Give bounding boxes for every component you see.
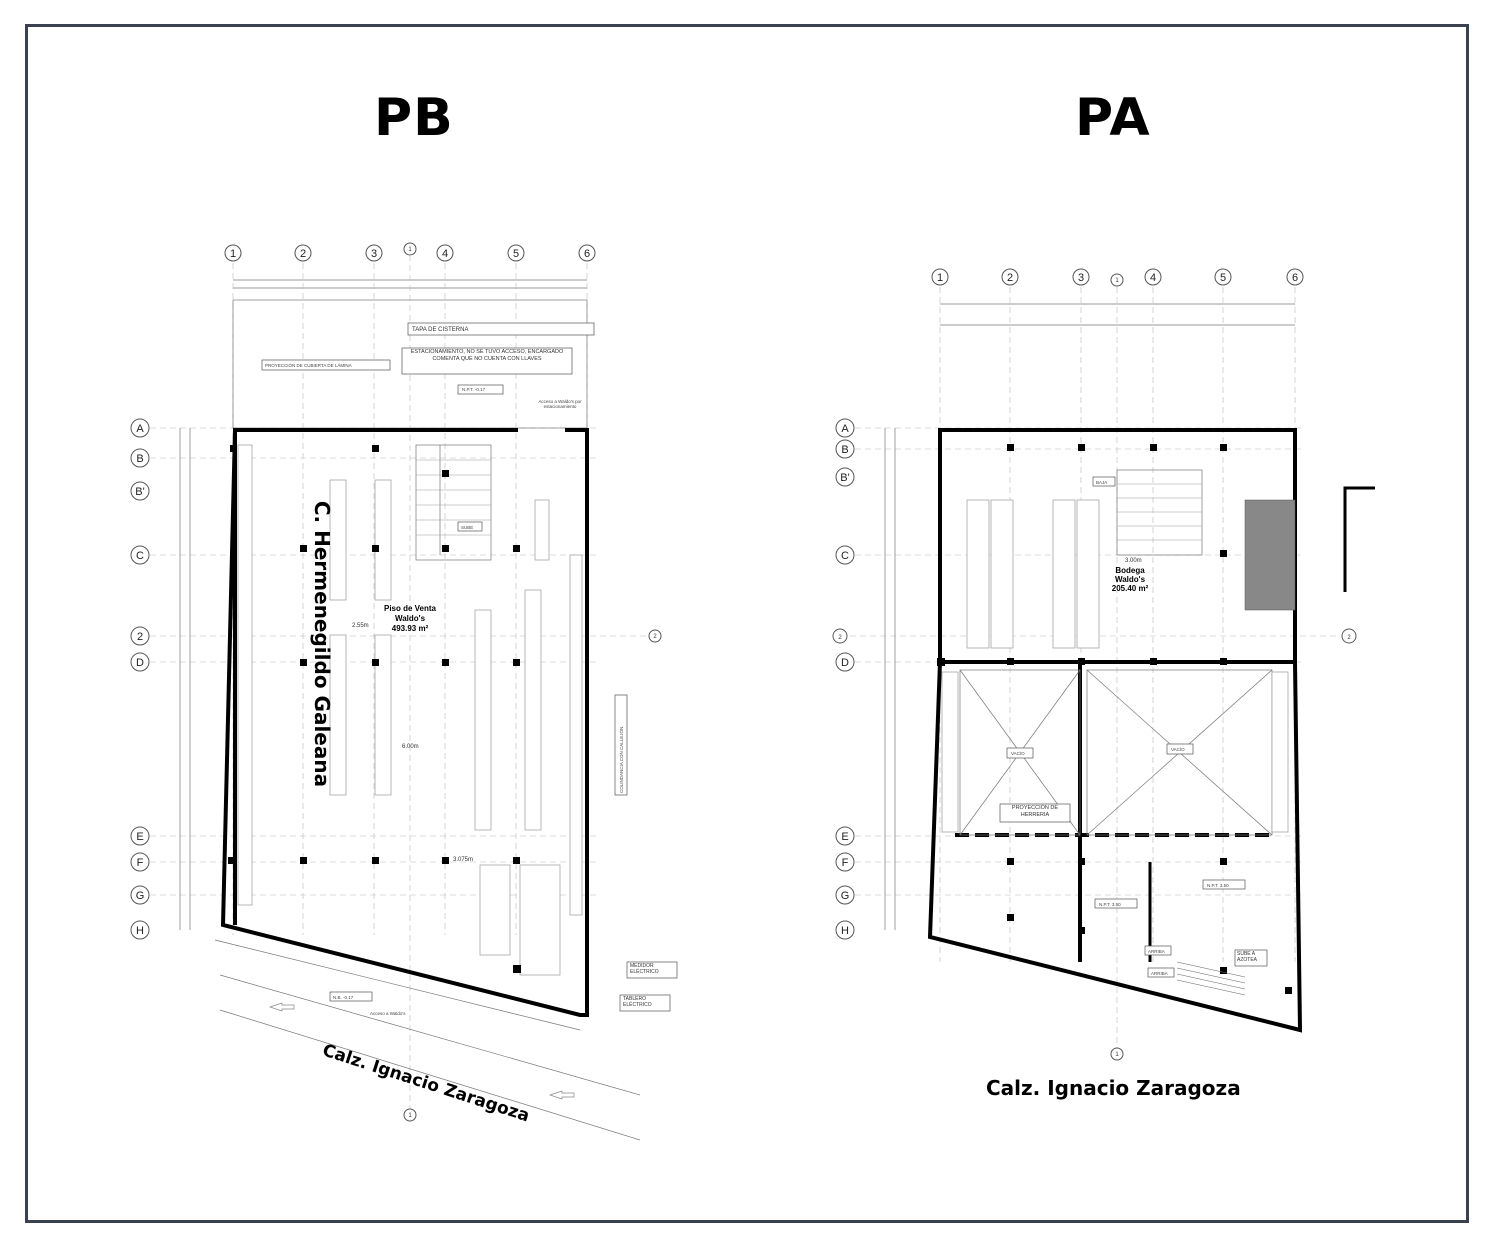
label-nb: N.B. -0.17 [333,995,354,1000]
svg-text:5: 5 [513,248,519,260]
svg-text:D: D [136,657,144,669]
svg-text:F: F [842,857,849,869]
plan-title-pb: PB [374,88,454,148]
svg-text:5: 5 [1220,272,1226,284]
figure-frame [25,24,1469,1223]
label-altura-pa: 3.00m [1125,558,1142,564]
svg-text:F: F [137,857,144,869]
label-altura-3: 3.075m [453,857,473,863]
label-bodega-name: Waldo's [1115,575,1146,584]
label-baja: BAJA [1096,480,1107,485]
svg-text:1: 1 [1115,278,1119,284]
label-npt-pa-1: N.P.T. 3.50 [1099,902,1121,907]
svg-text:2: 2 [300,248,306,260]
svg-text:2: 2 [1007,272,1013,284]
label-altura-2: 6.00m [402,744,419,750]
svg-text:C: C [841,550,849,562]
label-vacio-2: VACÍO [1171,746,1185,752]
label-bodega-area: 205.40 m² [1112,584,1149,593]
svg-text:G: G [136,890,145,902]
svg-text:B': B' [840,472,849,484]
axis-numbers-top: 1 2 3 4 5 6 1 [224,242,596,262]
label-tapa-cisterna [407,322,595,336]
svg-text:E: E [136,831,143,843]
axis-letters-left-pa: A B B' C 2 D E F G H 2 [832,418,1357,940]
plan-title-pa: PA [1075,88,1151,148]
label-piso-venta: Piso de Venta [384,604,437,613]
axis-letters-left: A B B' C 2 D E F G H 2 [130,418,662,940]
svg-text:C: C [136,550,144,562]
svg-text:PROYECCIÓN DE CUBIERTA DE LÁMI: PROYECCIÓN DE CUBIERTA DE LÁMINA [265,362,352,368]
label-acceso-estacionamiento: Acceso a Waldo's por estacionamiento [538,399,582,409]
svg-text:TAPA DE CISTERNA: TAPA DE CISTERNA [412,327,468,333]
label-piso-venta-name: Waldo's [395,614,426,623]
label-tablero: TABLERO ELÉCTRICO [623,996,652,1008]
svg-text:6: 6 [1292,272,1298,284]
svg-text:B: B [841,444,848,456]
columns-pb [228,445,521,973]
label-colindancia: COLINDANCIA CON CALLEJÓN [618,727,624,793]
label-arriba-2: ARRIBA [1151,971,1168,976]
label-bodega: Bodega [1115,566,1145,575]
svg-text:B: B [136,453,143,465]
svg-text:SUBE: SUBE [461,525,473,530]
label-proyeccion-herreria: PROYECCIÓN DE HERRERIA [1011,805,1059,818]
svg-text:1: 1 [408,1113,412,1119]
svg-text:2: 2 [653,634,657,640]
label-altura-1: 2.55m [352,623,369,629]
label-sube-azotea: SUBE A AZOTEA [1237,951,1258,963]
label-npt-pa-2: N.P.T. 3.50 [1207,883,1229,888]
svg-text:3: 3 [1078,272,1084,284]
svg-text:2: 2 [1347,635,1351,641]
svg-text:A: A [841,423,849,435]
svg-text:4: 4 [1150,272,1156,284]
svg-text:H: H [136,925,144,937]
label-piso-venta-area: 493.93 m² [392,624,429,633]
street-label-zaragoza-pa: Calz. Ignacio Zaragoza [986,1076,1241,1100]
floor-plan-pa: 1 2 3 4 5 6 1 A B B' C 2 D E F G H 2 [832,268,1375,1061]
svg-text:H: H [841,925,849,937]
svg-text:D: D [841,657,849,669]
floor-plan-pb: 1 2 3 4 5 6 1 A B B' C 2 D E F G H 2 TAP… [130,242,678,1141]
svg-text:G: G [841,890,850,902]
label-vacio-1: VACÍO [1011,750,1025,756]
label-arriba-1: ARRIBA [1148,949,1165,954]
svg-text:1: 1 [937,272,943,284]
svg-text:1: 1 [230,248,236,260]
svg-text:E: E [841,831,848,843]
svg-text:N.P.T. -0.17: N.P.T. -0.17 [462,387,486,392]
svg-text:6: 6 [584,248,590,260]
svg-text:4: 4 [442,248,448,260]
label-estacionamiento: ESTACIONAMIENTO, NO SE TUVO ACCESO, ENCA… [410,349,564,362]
svg-text:1: 1 [408,247,412,253]
shelving-pa [966,499,1296,649]
svg-text:B': B' [135,486,144,498]
svg-text:2: 2 [137,631,143,643]
svg-text:1: 1 [1115,1052,1119,1058]
svg-text:2: 2 [838,635,842,641]
svg-text:3: 3 [371,248,377,260]
axis-numbers-top-pa: 1 2 3 4 5 6 1 [931,268,1304,287]
label-medidor: MEDIDOR ELÉCTRICO [630,963,659,975]
street-label-galeana: C. Hermenegildo Galeana [310,500,335,788]
svg-text:A: A [136,423,144,435]
shelving-pb [237,444,583,976]
columns-pa [937,444,1292,994]
label-acceso: Acceso a Waldo's [370,1011,406,1016]
